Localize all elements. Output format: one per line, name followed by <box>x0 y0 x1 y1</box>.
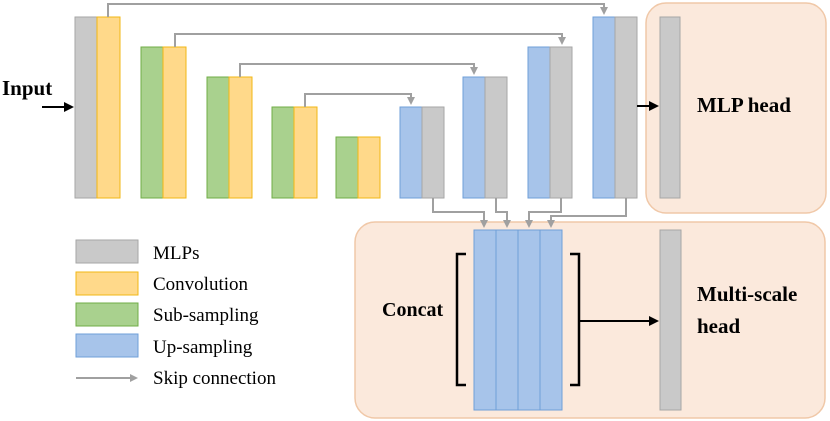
legend-sub-label: Sub-sampling <box>153 305 259 326</box>
concat-right-bracket <box>570 252 581 387</box>
dec1-to-concat-arrow <box>432 198 488 228</box>
legend-mlp-label: MLPs <box>153 243 199 264</box>
mlp-head-block <box>659 16 681 199</box>
multiscale-head-label-line1: Multi-scale <box>697 282 797 306</box>
concat-left-bracket <box>455 252 466 387</box>
legend-conv-swatch <box>75 271 139 296</box>
enc2-conv-block <box>162 46 187 199</box>
dec2-to-concat-arrow <box>495 198 511 228</box>
skip-connection-1 <box>107 3 608 17</box>
legend: MLPs Convolution Sub-sampling Up-samplin… <box>75 239 276 389</box>
legend-up-swatch <box>75 333 139 358</box>
legend-mlp-swatch <box>75 239 139 264</box>
skip-connection-3 <box>239 63 478 77</box>
multiscale-head-label-line2: head <box>697 314 741 338</box>
legend-skip-label: Skip connection <box>153 368 276 389</box>
enc5-sub-block <box>335 136 359 199</box>
enc4-conv-block <box>293 106 318 199</box>
legend-sub-swatch <box>75 302 139 327</box>
enc3-conv-block <box>228 76 253 199</box>
dec2-up-block <box>462 76 486 199</box>
concat-block-4 <box>539 229 563 411</box>
dec2-mlp-block <box>484 76 508 199</box>
input-label: Input <box>2 76 52 100</box>
enc3-sub-block <box>206 76 230 199</box>
dec3-up-block <box>527 46 551 199</box>
enc4-sub-block <box>271 106 295 199</box>
enc1-conv-block <box>96 16 121 199</box>
enc5-conv-block <box>357 136 381 199</box>
skip-connection-4 <box>304 93 415 107</box>
legend-conv-label: Convolution <box>153 274 249 295</box>
mlp-head-label: MLP head <box>697 93 791 117</box>
dec3-mlp-block <box>549 46 573 199</box>
concat-block-2 <box>495 229 519 411</box>
dec1-up-block <box>399 106 423 199</box>
dec1-mlp-block <box>421 106 445 199</box>
enc1-mlp-block <box>74 16 98 199</box>
enc2-sub-block <box>140 46 164 199</box>
concat-block-1 <box>473 229 497 411</box>
multiscale-head-block <box>659 229 682 411</box>
skip-connection-2 <box>174 33 566 47</box>
dec3-to-concat-arrow <box>525 198 562 228</box>
dec4-up-block <box>592 16 616 199</box>
legend-up-label: Up-sampling <box>153 337 253 358</box>
dec4-to-concat-arrow <box>547 198 627 228</box>
concat-label: Concat <box>382 299 443 321</box>
concat-block-3 <box>517 229 541 411</box>
dec4-mlp-block <box>614 16 638 199</box>
mlp-head-panel <box>645 2 827 214</box>
